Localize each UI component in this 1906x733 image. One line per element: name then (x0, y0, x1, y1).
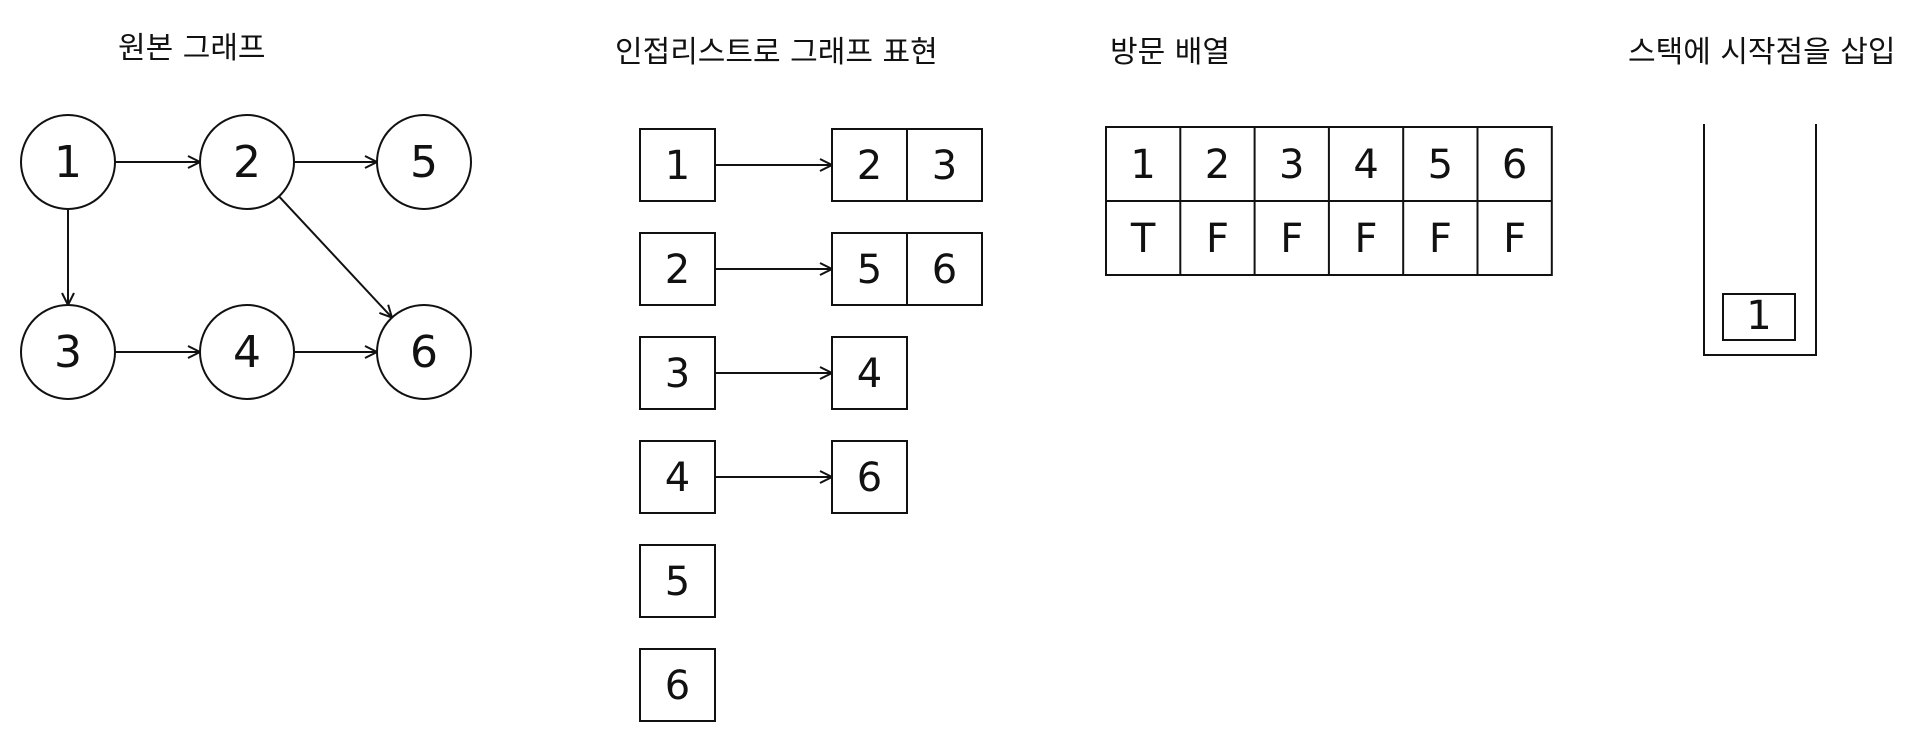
graph-node-label: 2 (233, 137, 261, 188)
adjacency-row-5: 5 (639, 544, 716, 618)
graph-node-circle (20, 114, 116, 210)
visited-vertex-label: 3 (1279, 142, 1304, 188)
original-graph-title: 원본 그래프 (118, 31, 266, 66)
adjacency-head-label: 4 (665, 455, 690, 501)
visited-flag-label: F (1280, 216, 1303, 262)
adjacency-row-6: 6 (639, 648, 716, 722)
original-graph: 1 2 5 3 4 6 (20, 114, 472, 400)
adjacency-head-label: 2 (665, 247, 690, 293)
graph-node-circle (376, 114, 472, 210)
adjacency-head-label: 6 (665, 663, 690, 709)
adjacency-neighbor-label: 5 (857, 247, 882, 293)
graph-node-circle (376, 304, 472, 400)
adjacency-neighbor-box (831, 128, 908, 202)
adjacency-neighbor-box (831, 440, 908, 514)
adjacency-neighbor-box (906, 232, 983, 306)
visited-vertex-label: 4 (1353, 142, 1378, 188)
adjacency-head-box (639, 336, 716, 410)
graph-node-circle (199, 304, 295, 400)
graph-edge-2-6 (278, 195, 392, 317)
graph-node-label: 1 (54, 137, 82, 188)
visited-flag-label: F (1206, 216, 1229, 262)
adjacency-head-label: 3 (665, 351, 690, 397)
adjacency-neighbor-label: 6 (857, 455, 882, 501)
adjacency-head-box (639, 128, 716, 202)
stack: 1 (1703, 124, 1817, 356)
graph-node-circle (20, 304, 116, 400)
visited-array-title: 방문 배열 (1110, 35, 1230, 70)
stack-container (1703, 124, 1817, 356)
visited-flag-label: T (1130, 216, 1156, 262)
adjacency-neighbor-box (831, 336, 908, 410)
adjacency-neighbor-label: 3 (932, 143, 957, 189)
stack-title: 스택에 시작점을 삽입 (1628, 35, 1895, 70)
stack-item-box (1722, 293, 1796, 341)
graph-node-label: 5 (410, 137, 438, 188)
adjacency-neighbor-label: 2 (857, 143, 882, 189)
graph-node-4: 4 (199, 304, 295, 400)
graph-node-3: 3 (20, 304, 116, 400)
adjacency-neighbor-label: 6 (932, 247, 957, 293)
visited-array: 1 2 3 4 5 6T F F F F F (1105, 126, 1553, 276)
graph-node-2: 2 (199, 114, 295, 210)
adjacency-head-label: 5 (665, 559, 690, 605)
adjacency-head-box (639, 232, 716, 306)
graph-node-1: 1 (20, 114, 116, 210)
adjacency-list-title: 인접리스트로 그래프 표현 (615, 35, 938, 70)
adjacency-row-1: 1 2 3 (639, 128, 983, 202)
visited-vertex-label: 6 (1502, 142, 1527, 188)
adjacency-neighbor-label: 4 (857, 351, 882, 397)
visited-vertex-label: 1 (1130, 142, 1155, 188)
adjacency-neighbor-box (906, 128, 983, 202)
graph-node-5: 5 (376, 114, 472, 210)
graph-node-label: 6 (410, 327, 438, 378)
graph-node-6: 6 (376, 304, 472, 400)
graph-node-label: 4 (233, 327, 261, 378)
adjacency-head-label: 1 (665, 143, 690, 189)
adjacency-row-2: 2 5 6 (639, 232, 983, 306)
stack-item-label: 1 (1746, 293, 1771, 339)
visited-flag-label: F (1355, 216, 1378, 262)
graph-node-label: 3 (54, 327, 82, 378)
visited-flag-label: F (1503, 216, 1526, 262)
graph-node-circle (199, 114, 295, 210)
visited-vertex-label: 2 (1205, 142, 1230, 188)
adjacency-head-box (639, 648, 716, 722)
visited-vertex-label: 5 (1428, 142, 1453, 188)
adjacency-head-box (639, 544, 716, 618)
visited-flag-label: F (1429, 216, 1452, 262)
